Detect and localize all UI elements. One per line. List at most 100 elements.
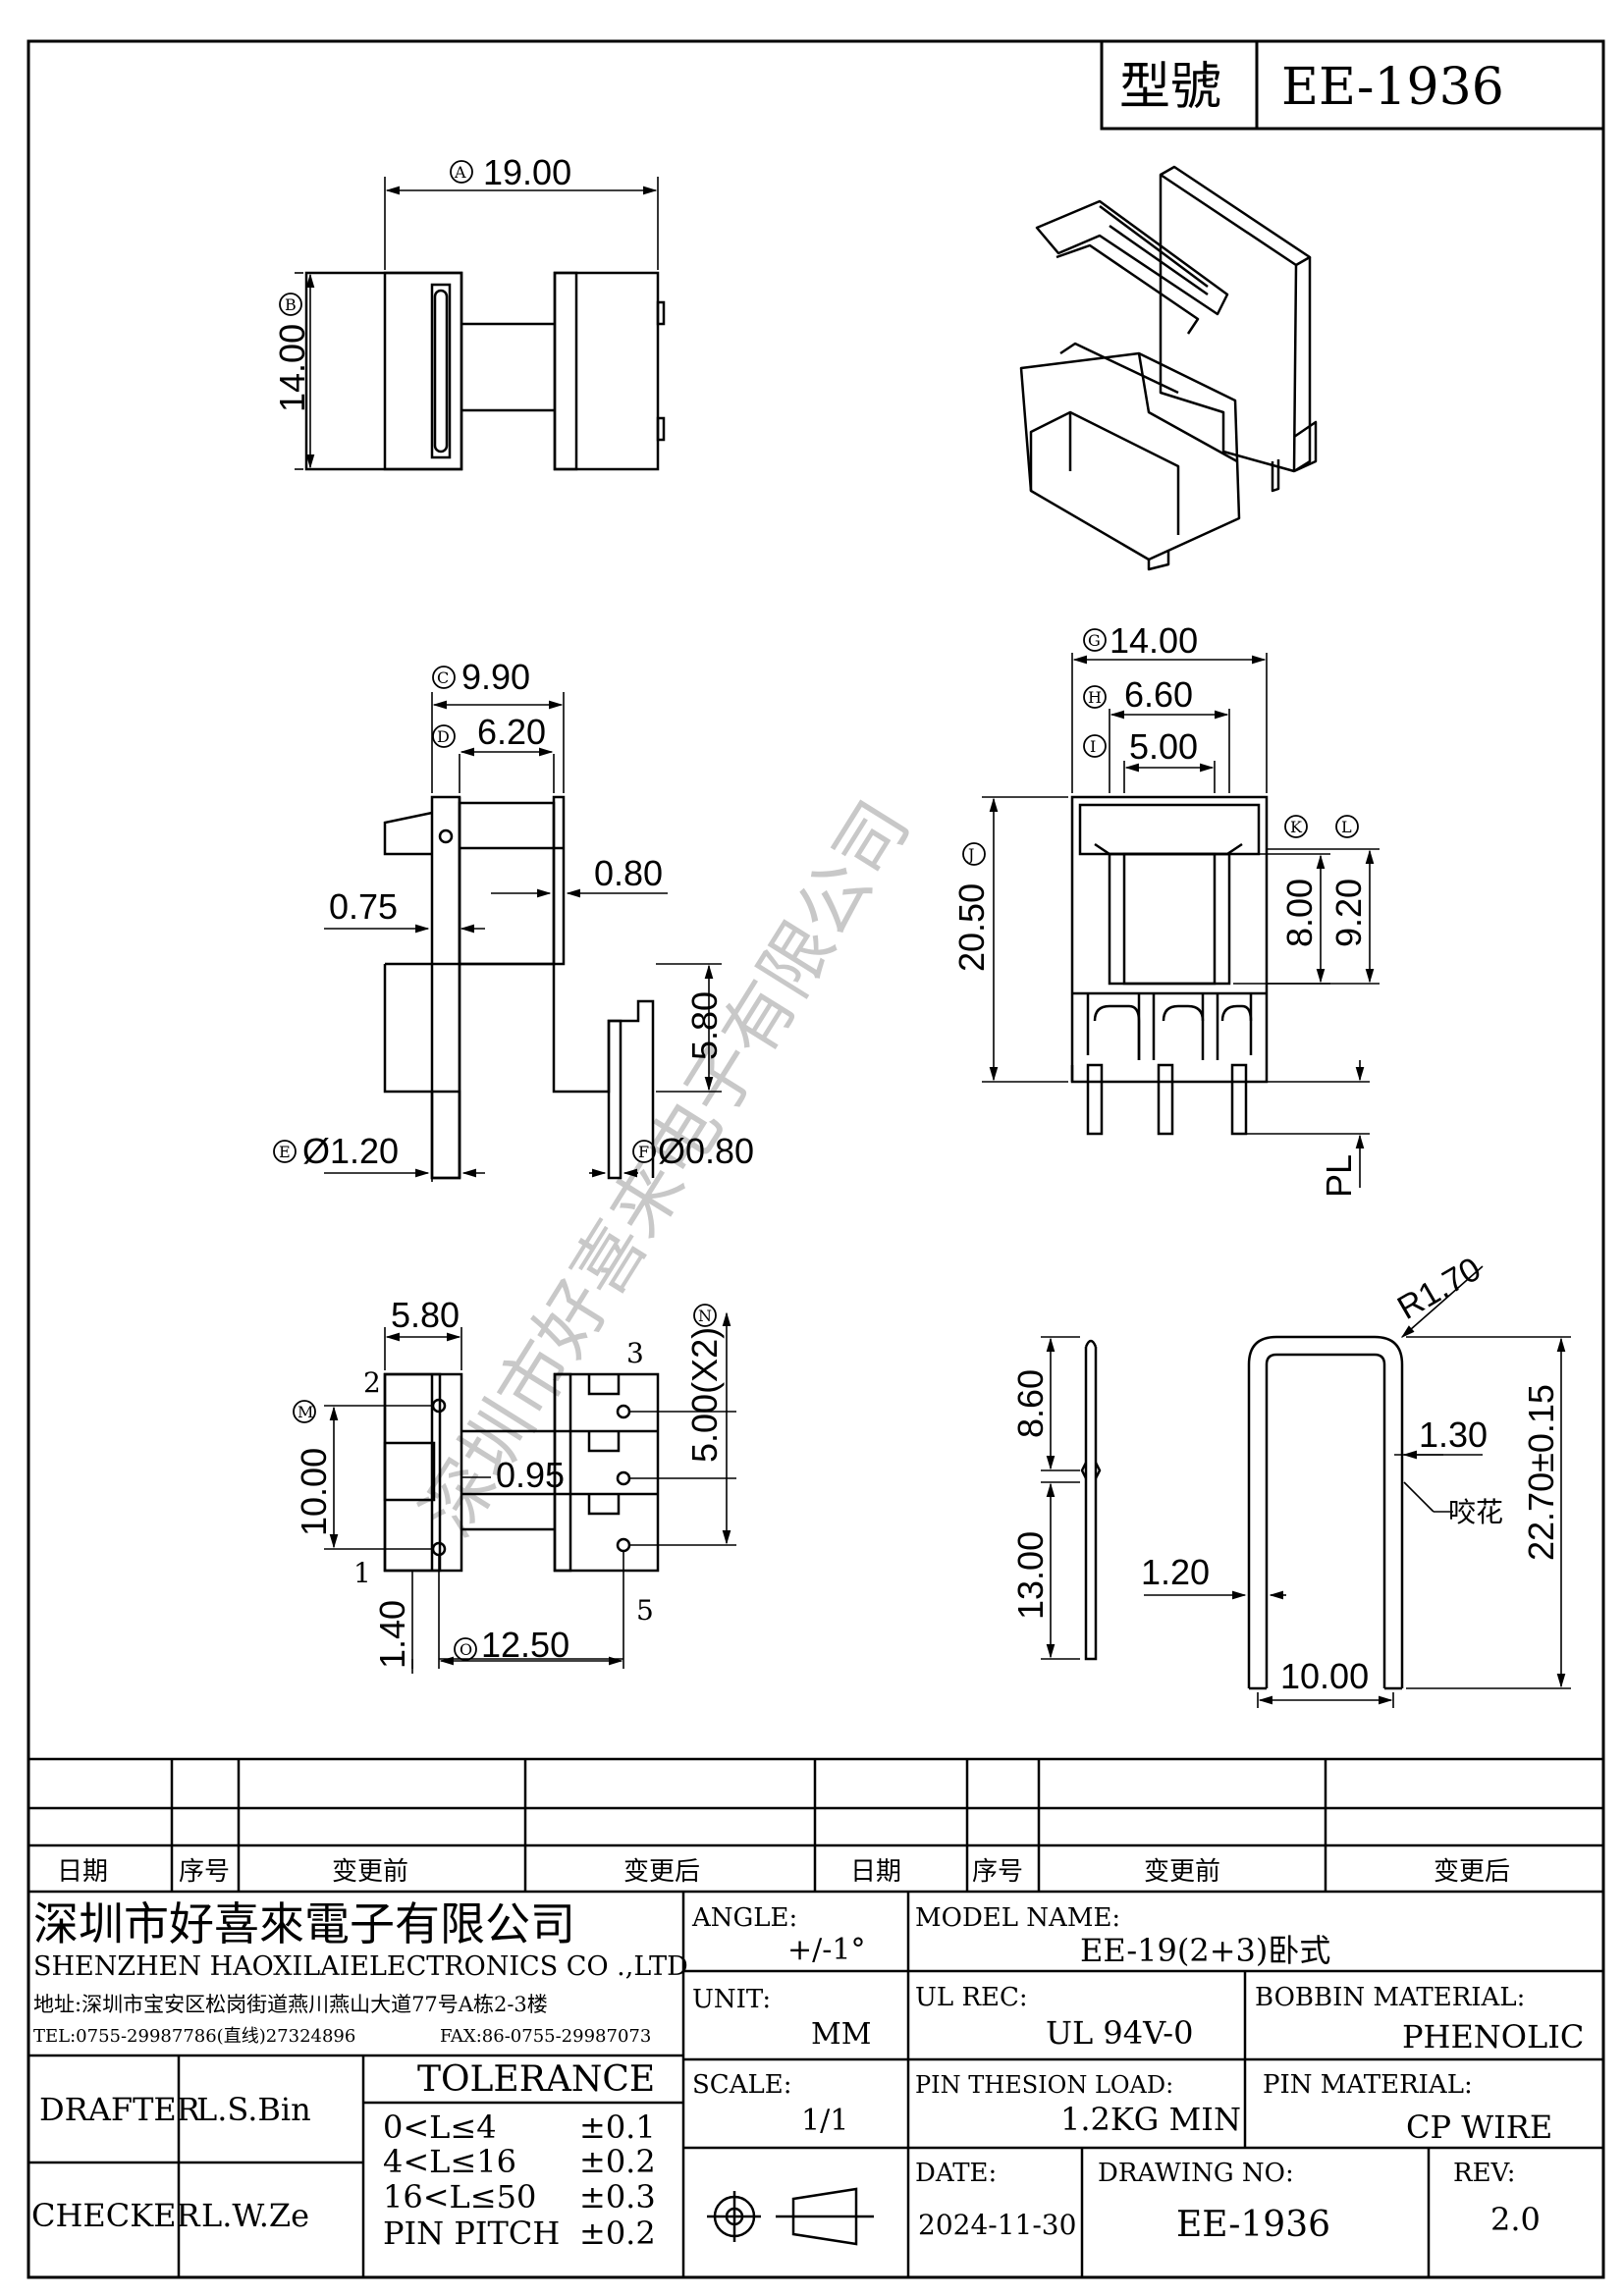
tag-o: O xyxy=(460,1640,472,1659)
dim-140: 1.40 xyxy=(372,1600,412,1669)
tolerance-range-4: PIN PITCH xyxy=(383,2215,560,2252)
checker-value: L.W.Ze xyxy=(201,2197,309,2234)
dim-k: 8.00 xyxy=(1279,879,1320,947)
bobbin-value: PHENOLIC xyxy=(1402,2018,1584,2056)
dim-a: 19.00 xyxy=(483,152,571,192)
model-name-label: MODEL NAME: xyxy=(915,1903,1120,1933)
tolerance-range-2: 4<L≤16 xyxy=(383,2143,516,2180)
model-header-label: 型號 xyxy=(1119,58,1221,117)
tolerance-value-1: ±0.1 xyxy=(579,2109,656,2146)
pin-material-label: PIN MATERIAL: xyxy=(1263,2070,1473,2100)
dim-r170: R1.70 xyxy=(1391,1251,1488,1327)
tag-k: K xyxy=(1290,818,1303,836)
tolerance-range-3: 16<L≤50 xyxy=(383,2178,536,2216)
dim-580-side: 5.80 xyxy=(684,991,725,1060)
dim-m: 10.00 xyxy=(294,1448,334,1536)
bottom-view xyxy=(293,1304,736,1674)
dim-b: 14.00 xyxy=(272,324,312,412)
pin-label-2: 2 xyxy=(363,1366,381,1399)
pin-label-1: 1 xyxy=(353,1557,371,1589)
rev-label: REV: xyxy=(1453,2159,1515,2188)
angle-value: +/-1° xyxy=(787,1933,865,1967)
dim-h: 6.60 xyxy=(1124,674,1193,715)
tolerance-range-1: 0<L≤4 xyxy=(383,2109,497,2146)
bobbin-label: BOBBIN MATERIAL: xyxy=(1255,1983,1525,2012)
unit-label: UNIT: xyxy=(692,1985,771,2014)
dim-n: 5.00(X2) xyxy=(684,1327,725,1463)
dim-860: 8.60 xyxy=(1010,1369,1051,1438)
dim-2270: 22.70±0.15 xyxy=(1521,1384,1561,1561)
company-tel: TEL:0755-29987786(直线)27324896 xyxy=(33,2026,355,2047)
ul-value: UL 94V-0 xyxy=(1046,2014,1193,2052)
scale-label: SCALE: xyxy=(692,2070,792,2100)
tolerance-value-2: ±0.2 xyxy=(579,2143,656,2180)
tag-n: N xyxy=(698,1307,712,1325)
model-header-value: EE-1936 xyxy=(1281,58,1504,117)
dim-pl: PL xyxy=(1319,1154,1359,1198)
dim-c: 9.90 xyxy=(461,657,530,697)
pin-label-3: 3 xyxy=(626,1337,644,1369)
top-view xyxy=(279,160,666,471)
dim-080: 0.80 xyxy=(594,853,663,893)
front-view xyxy=(962,628,1380,1188)
dim-075: 0.75 xyxy=(329,886,398,927)
sheet-border xyxy=(27,39,1605,2279)
pin-label-5: 5 xyxy=(636,1594,654,1627)
title-block-grid xyxy=(28,1892,1603,2277)
knurl-note: 咬花 xyxy=(1448,1496,1503,1528)
date-value: 2024-11-30 xyxy=(918,2209,1076,2241)
dim-g: 14.00 xyxy=(1110,620,1198,661)
dim-1000: 10.00 xyxy=(1280,1656,1369,1696)
dim-580-bottom: 5.80 xyxy=(391,1295,460,1335)
rev-header-date-2: 日期 xyxy=(850,1857,901,1887)
tolerance-title: TOLERANCE xyxy=(417,2059,655,2100)
dim-2050: 20.50 xyxy=(951,883,992,972)
tag-f: F xyxy=(638,1143,649,1161)
tag-m: M xyxy=(298,1403,313,1421)
tag-i: I xyxy=(1090,737,1096,756)
load-value: 1.2KG MIN xyxy=(1060,2101,1241,2138)
drafter-value: L.S.Bin xyxy=(196,2091,311,2128)
dim-120: 1.20 xyxy=(1141,1552,1210,1592)
pin-material-value: CP WIRE xyxy=(1406,2109,1552,2146)
tag-g: G xyxy=(1088,631,1101,650)
tolerance-value-4: ±0.2 xyxy=(579,2215,656,2252)
date-label: DATE: xyxy=(915,2159,997,2188)
rev-header-date-1: 日期 xyxy=(57,1857,108,1887)
tag-b: B xyxy=(285,295,297,314)
model-name-value: EE-19(2+3)卧式 xyxy=(1080,1932,1330,1969)
ul-label: UL REC: xyxy=(915,1983,1028,2012)
rev-value: 2.0 xyxy=(1490,2201,1541,2238)
angle-label: ANGLE: xyxy=(691,1903,797,1933)
company-name-en: SHENZHEN HAOXILAIELECTRONICS CO .,LTD xyxy=(33,1951,688,1982)
rev-header-after-1: 变更后 xyxy=(623,1857,700,1887)
scale-value: 1/1 xyxy=(801,2104,848,2138)
company-address: 地址:深圳市宝安区松岗街道燕川燕山大道77号A栋2-3楼 xyxy=(33,1993,548,2016)
revision-table xyxy=(28,1757,1603,1894)
tag-c: C xyxy=(437,668,449,687)
dim-095: 0.95 xyxy=(496,1455,565,1495)
tolerance-value-3: ±0.3 xyxy=(579,2178,656,2216)
dim-l: 9.20 xyxy=(1328,879,1369,947)
tag-d: D xyxy=(437,727,450,746)
dim-1300: 13.00 xyxy=(1010,1531,1051,1620)
tag-l: L xyxy=(1341,818,1352,836)
tag-a: A xyxy=(454,163,466,182)
dim-d: 6.20 xyxy=(477,712,546,752)
drawing-no-label: DRAWING NO: xyxy=(1098,2159,1294,2188)
model-header: 型號 EE-1936 xyxy=(1100,39,1605,131)
dim-o: 12.50 xyxy=(481,1625,569,1665)
dim-e: Ø1.20 xyxy=(302,1131,399,1171)
company-fax: FAX:86-0755-29987073 xyxy=(440,2026,651,2047)
load-label: PIN THESION LOAD: xyxy=(915,2071,1173,2099)
pin-view xyxy=(1041,1265,1571,1708)
dim-i: 5.00 xyxy=(1129,726,1198,767)
rev-header-before-1: 变更前 xyxy=(332,1857,408,1887)
dim-130: 1.30 xyxy=(1419,1415,1488,1455)
drafter-label: DRAFTER xyxy=(39,2091,201,2128)
tag-j: J xyxy=(966,845,974,864)
tag-h: H xyxy=(1088,688,1102,707)
rev-header-seq-2: 序号 xyxy=(972,1857,1023,1887)
rev-header-seq-1: 序号 xyxy=(179,1857,230,1887)
